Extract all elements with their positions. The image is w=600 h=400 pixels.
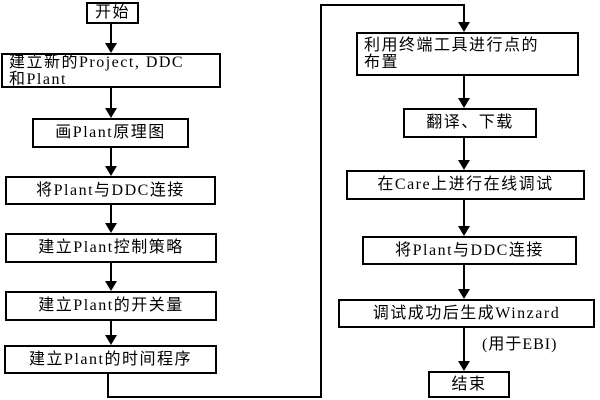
arrow-draw-plant-to-connect1-head (105, 166, 117, 176)
flow-node-create-project-line2: 和Plant (9, 70, 67, 88)
arrow-connect1-to-strategy-head (105, 223, 117, 233)
arrow-into-terminal-tool-head (458, 22, 470, 32)
connector-top-horizontal (320, 4, 465, 6)
flow-node-switch-quantity: 建立Plant的开关量 (5, 291, 217, 321)
flow-node-start: 开始 (86, 2, 139, 24)
flow-node-connect-plant-ddc-2: 将Plant与DDC连接 (362, 236, 577, 265)
arrow-translate-to-debug-line (463, 138, 465, 162)
arrow-connect2-to-winzard-head (458, 289, 470, 299)
arrow-translate-to-debug-head (458, 160, 470, 170)
arrow-create-project-to-draw-plant-line (110, 88, 112, 110)
arrow-create-project-to-draw-plant-head (105, 108, 117, 118)
flow-node-control-strategy: 建立Plant控制策略 (5, 233, 217, 263)
flow-node-end: 结束 (428, 371, 510, 398)
arrow-winzard-to-end-head (458, 361, 470, 371)
arrow-terminal-to-translate-head (458, 98, 470, 108)
arrow-switch-to-time-program-line (110, 320, 112, 337)
connector-middle-vertical (320, 4, 322, 398)
ebi-note-label: (用于EBI) (482, 336, 558, 353)
arrow-debug-to-connect2-head (458, 226, 470, 236)
arrow-debug-to-connect2-line (463, 200, 465, 228)
flow-node-create-project-line1: 建立新的Project, DDC (9, 53, 185, 71)
flow-node-time-program: 建立Plant的时间程序 (4, 345, 217, 374)
flow-node-translate-download: 翻译、下载 (403, 108, 537, 138)
arrow-terminal-to-translate-line (463, 76, 465, 100)
arrow-start-to-create-project-head (105, 43, 117, 53)
flow-node-terminal-tool-line2: 布置 (364, 54, 400, 71)
flow-node-online-debug: 在Care上进行在线调试 (346, 170, 585, 200)
flow-node-terminal-tool: 利用终端工具进行点的 布置 (356, 32, 579, 76)
flow-node-connect-plant-ddc-1: 将Plant与DDC连接 (5, 176, 216, 205)
flow-node-generate-winzard: 调试成功后生成Winzard (338, 299, 595, 328)
arrow-strategy-to-switch-line (110, 262, 112, 283)
flow-node-draw-plant: 画Plant原理图 (32, 118, 189, 148)
flow-node-terminal-tool-line1: 利用终端工具进行点的 (364, 37, 540, 54)
arrow-switch-to-time-program-head (105, 335, 117, 345)
arrow-connect2-to-winzard-line (463, 265, 465, 291)
arrow-connect1-to-strategy-line (110, 204, 112, 225)
connector-down-from-time-program (107, 373, 109, 398)
flow-node-create-project: 建立新的Project, DDC 和Plant (1, 53, 221, 88)
arrow-start-to-create-project-line (110, 23, 112, 45)
arrow-draw-plant-to-connect1-line (110, 147, 112, 168)
connector-bottom-horizontal (107, 396, 322, 398)
arrow-into-terminal-tool-line (463, 4, 465, 24)
arrow-strategy-to-switch-head (105, 281, 117, 291)
arrow-winzard-to-end-line (463, 328, 465, 363)
